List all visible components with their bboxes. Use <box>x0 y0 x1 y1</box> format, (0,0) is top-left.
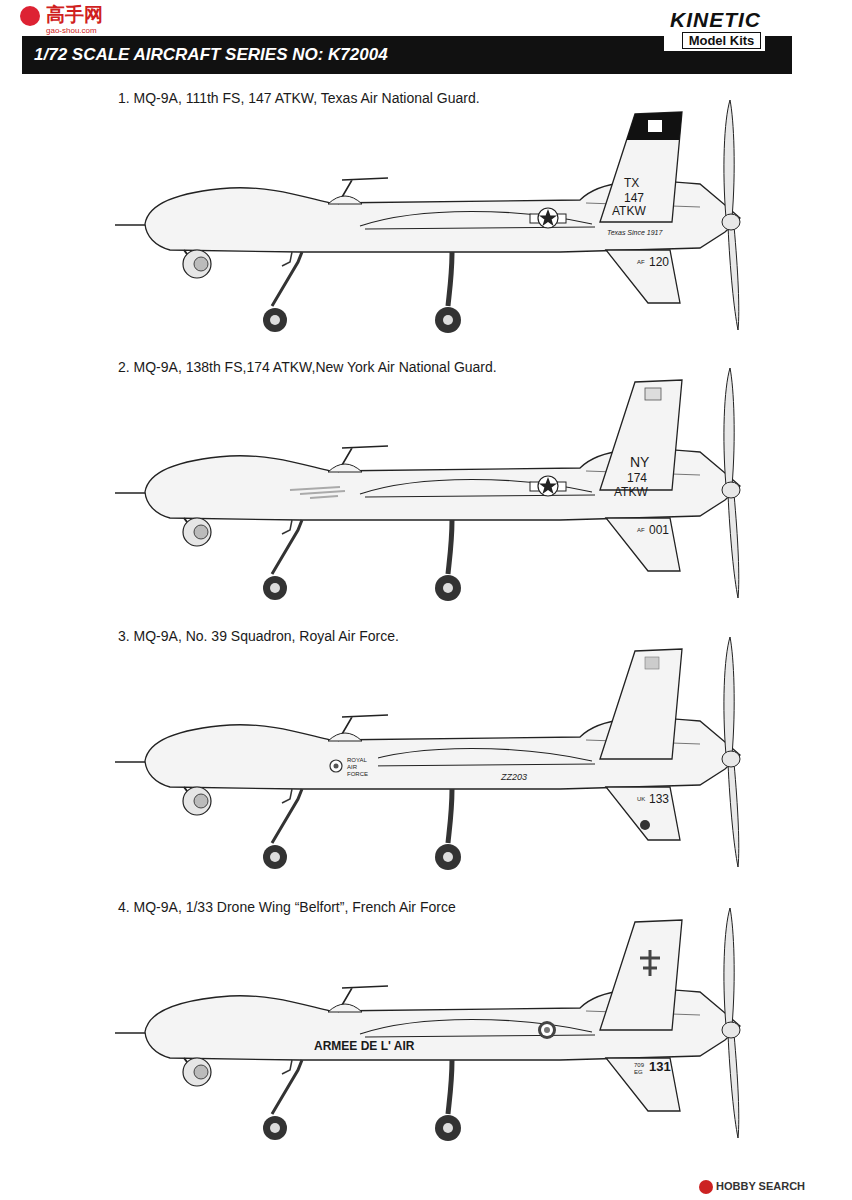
drone-profile <box>115 100 740 333</box>
french-roundel <box>544 1027 550 1033</box>
drone-profile <box>115 908 740 1141</box>
watermark: gao-shou.com <box>46 26 97 35</box>
brand-name: KINETIC <box>668 8 761 32</box>
watermark: 高手网 <box>46 4 103 26</box>
marking-text: UK <box>637 796 645 803</box>
marking-text: TX <box>624 177 639 191</box>
watermark: HOBBY SEARCH <box>716 1180 805 1193</box>
marking-text: 001 <box>649 524 669 538</box>
watermark-icon <box>20 6 40 26</box>
marking-text: ZZ203 <box>500 772 528 782</box>
marking-text: 120 <box>649 256 669 270</box>
national-insignia <box>530 208 566 228</box>
marking-text: ATKW <box>614 486 648 500</box>
drone-profile <box>115 368 740 601</box>
marking-text: 3. MQ-9A, No. 39 Squadron, Royal Air For… <box>118 628 399 644</box>
marking-text: Texas Since 1917 <box>606 229 663 237</box>
brand-tagline: Model Kits <box>682 32 761 49</box>
fin-emblem <box>645 388 661 400</box>
raf-roundel <box>640 820 650 830</box>
marking-text: 4. MQ-9A, 1/33 Drone Wing “Belfort”, Fre… <box>118 899 456 915</box>
marking-text: ARMEE DE L' AIR <box>313 1040 415 1054</box>
national-insignia <box>530 476 566 496</box>
marking-text: AF <box>637 259 645 266</box>
marking-text: ROYAL AIR FORCE <box>346 757 378 778</box>
marking-text: ATKW <box>612 205 646 219</box>
brand-logo: KINETICModel Kits <box>664 6 765 51</box>
marking-text: 174 <box>627 472 647 486</box>
watermark-icon <box>699 1180 713 1194</box>
marking-text: 147 <box>624 192 644 206</box>
raf-roundel <box>334 764 339 769</box>
marking-text: 133 <box>649 793 669 807</box>
marking-text: AF <box>637 527 645 534</box>
marking-text: 131 <box>649 1060 671 1075</box>
marking-text: 1. MQ-9A, 111th FS, 147 ATKW, Texas Air … <box>118 90 480 106</box>
marking-text: 2. MQ-9A, 138th FS,174 ATKW,New York Air… <box>118 359 497 375</box>
fin-band <box>627 112 682 140</box>
page-title: 1/72 SCALE AIRCRAFT SERIES NO: K72004 <box>34 45 388 65</box>
drone-profile <box>115 637 740 870</box>
french-roundel <box>541 1024 553 1036</box>
fin-emblem <box>645 657 659 669</box>
fin-emblem <box>640 950 660 976</box>
fin-emblem <box>648 120 662 132</box>
raf-roundel <box>330 760 342 772</box>
marking-text: NY <box>630 454 649 470</box>
marking-text: 709 EG <box>634 1062 648 1076</box>
nose-art <box>290 487 345 498</box>
french-roundel <box>538 1021 556 1039</box>
